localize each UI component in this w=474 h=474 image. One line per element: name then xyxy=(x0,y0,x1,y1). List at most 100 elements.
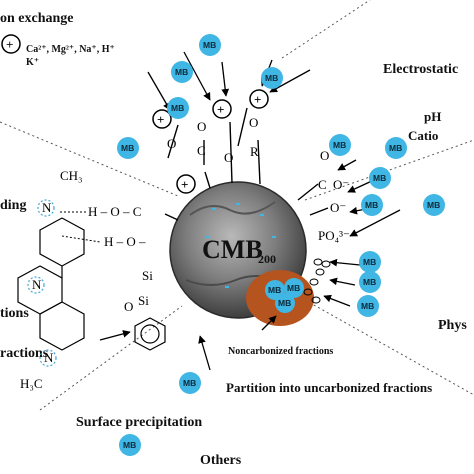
mb-label: MB xyxy=(389,143,402,153)
ch3-label: CH₃ xyxy=(60,168,83,183)
mb-sphere xyxy=(359,251,381,273)
mb-sphere xyxy=(423,194,445,216)
plus-sign: + xyxy=(254,92,261,107)
mb-label: MB xyxy=(203,40,216,50)
mb-molecule: MB xyxy=(179,372,201,394)
mb-label: MB xyxy=(278,298,291,308)
top-group-labels: + + O C O + O R O + xyxy=(152,89,269,194)
mb-molecule-labels: CH₃ N N N H₃C xyxy=(20,168,83,391)
mb-label: MB xyxy=(333,140,346,150)
mb-sphere xyxy=(359,271,381,293)
right-functional-groups: C O O⁻ O⁻ PO₄³⁻ xyxy=(297,148,350,243)
mb-sphere xyxy=(385,137,407,159)
mb-molecule: MB xyxy=(199,34,221,56)
o-atom: O xyxy=(197,119,206,134)
benzene-ring xyxy=(134,317,166,351)
mb-label: MB xyxy=(361,301,374,311)
label-cation: Catio xyxy=(408,128,438,143)
ho-group: H – O – xyxy=(104,234,146,249)
o-atom: O xyxy=(320,148,329,163)
mb-sphere xyxy=(119,434,141,456)
label-bonding: ding xyxy=(0,198,26,213)
hoc-group: H – O – C xyxy=(88,204,141,219)
label-interaction-a: tions xyxy=(0,306,29,321)
mb-label: MB xyxy=(171,103,184,113)
top-functional-groups xyxy=(167,107,261,189)
label-noncarbonized: Noncarbonized fractions xyxy=(228,346,333,357)
mb-label: MB xyxy=(121,143,134,153)
n-atom: N xyxy=(32,277,42,292)
mb-molecule: MB xyxy=(369,167,391,189)
mb-molecule: MB xyxy=(357,295,379,317)
mb-molecule: MB xyxy=(359,251,381,273)
r-group: R xyxy=(250,144,259,159)
label-ph: pH xyxy=(424,109,441,124)
si-atom: Si xyxy=(142,268,153,283)
mb-molecule: MB xyxy=(261,67,283,89)
o-atom: O xyxy=(167,136,176,151)
mb-molecule: MB xyxy=(119,434,141,456)
mb-sphere xyxy=(179,372,201,394)
mb-label: MB xyxy=(373,173,386,183)
o-minus: O⁻ xyxy=(330,200,346,215)
label-electrostatic: Electrostatic xyxy=(383,62,458,77)
sector-dividers xyxy=(0,0,474,411)
mb-molecule: MB xyxy=(423,194,445,216)
surface-pores xyxy=(303,258,331,304)
h3c-label: H₃C xyxy=(20,376,43,391)
mb-label: MB xyxy=(175,67,188,77)
mb-sphere xyxy=(361,194,383,216)
label-cations: Ca²⁺, Mg²⁺, Na⁺, H⁺ xyxy=(26,44,115,55)
mb-sphere xyxy=(171,61,193,83)
o-atom: O xyxy=(249,115,258,130)
mb-molecule: MB xyxy=(117,137,139,159)
phosphate-group: PO₄³⁻ xyxy=(318,228,350,243)
mb-label: MB xyxy=(265,73,278,83)
label-cations-k: K⁺ xyxy=(26,57,39,68)
mb-sphere xyxy=(261,67,283,89)
mb-sphere xyxy=(167,97,189,119)
plus-sign: + xyxy=(181,177,188,192)
plus-sign: + xyxy=(157,112,164,127)
mb-label: MB xyxy=(427,200,440,210)
n-atom: N xyxy=(42,200,52,215)
o-atom: O xyxy=(124,299,133,314)
label-interaction-b: ractions xyxy=(0,346,49,361)
mb-sphere xyxy=(357,295,379,317)
mb-molecule: MB xyxy=(361,194,383,216)
left-functional-groups: H – O – C H – O – Si Si O xyxy=(60,204,179,314)
mb-sphere xyxy=(199,34,221,56)
c-atom: C xyxy=(197,143,206,158)
plus-sign: + xyxy=(217,102,224,117)
mb-molecule: MB xyxy=(171,61,193,83)
n-atom: N xyxy=(44,350,54,365)
mb-sphere xyxy=(117,137,139,159)
mb-label: MB xyxy=(363,277,376,287)
mb-sphere xyxy=(369,167,391,189)
particle-subscript: 200 xyxy=(258,252,276,266)
label-surface-precipitation: Surface precipitation xyxy=(76,415,202,430)
label-ion-exchange: on exchange xyxy=(0,11,74,26)
noncarbonized-fraction: MB MB MB xyxy=(246,270,314,326)
mb-molecule: MB xyxy=(167,97,189,119)
mb-sphere xyxy=(329,134,351,156)
mb-molecule: MB xyxy=(329,134,351,156)
label-physical: Phys xyxy=(438,318,467,333)
o-minus: O⁻ xyxy=(333,177,349,192)
mb-molecule: MB xyxy=(359,271,381,293)
mb-label: MB xyxy=(183,378,196,388)
si-atom: Si xyxy=(138,293,149,308)
o-atom: O xyxy=(224,150,233,165)
c-atom: C xyxy=(318,177,327,192)
label-partition: Partition into uncarbonized fractions xyxy=(226,380,432,395)
plus-sign: + xyxy=(6,37,13,52)
label-others: Others xyxy=(200,453,242,468)
particle-name: CMB xyxy=(202,235,263,264)
mb-label: MB xyxy=(123,440,136,450)
mb-molecule: MB xyxy=(385,137,407,159)
mb-label: MB xyxy=(287,283,300,293)
methylene-blue-molecule xyxy=(17,199,85,367)
plus-circle-legend: + xyxy=(1,34,21,54)
mb-label: MB xyxy=(268,285,281,295)
